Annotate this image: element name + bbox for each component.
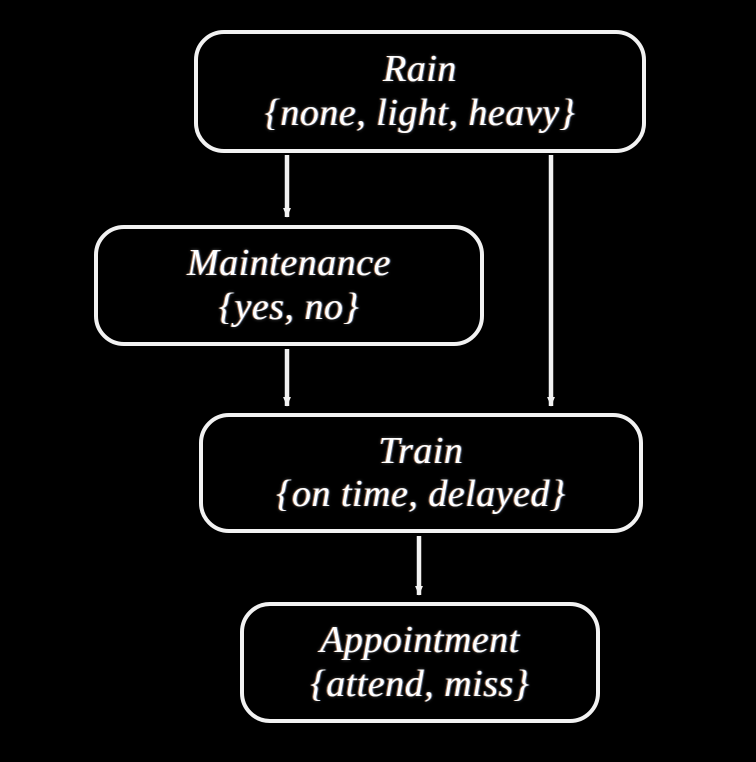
node-maintenance[interactable]: Maintenance {yes, no} <box>94 225 484 346</box>
node-train[interactable]: Train {on time, delayed} <box>199 413 643 533</box>
node-maintenance-domain: {yes, no} <box>218 285 360 328</box>
node-rain[interactable]: Rain {none, light, heavy} <box>194 30 646 153</box>
node-train-label: Train <box>378 429 464 472</box>
node-train-domain: {on time, delayed} <box>276 473 566 515</box>
node-rain-label: Rain <box>383 48 457 91</box>
node-maintenance-label: Maintenance <box>187 242 391 285</box>
node-appointment-label: Appointment <box>320 619 520 662</box>
node-appointment-domain: {attend, miss} <box>310 662 530 705</box>
node-appointment[interactable]: Appointment {attend, miss} <box>240 602 600 723</box>
node-rain-domain: {none, light, heavy} <box>264 91 576 134</box>
